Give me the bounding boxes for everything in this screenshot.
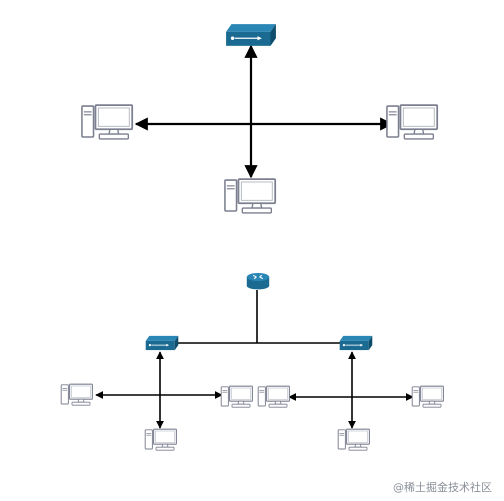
switch-icon (225, 23, 277, 47)
computer-icon (386, 104, 439, 140)
switch-icon (339, 335, 373, 351)
computer-icon (60, 383, 93, 406)
computer-icon (411, 385, 444, 408)
switch-icon (145, 335, 179, 351)
computer-icon (81, 104, 134, 140)
computer-icon (337, 428, 370, 451)
router-icon (246, 272, 270, 290)
computer-icon (224, 178, 277, 214)
watermark: @稀土掘金技术社区 (393, 481, 492, 494)
top-topology (81, 23, 439, 214)
bottom-topology (60, 272, 444, 451)
computer-icon (144, 428, 177, 451)
computer-icon (257, 385, 290, 408)
computer-icon (220, 385, 253, 408)
